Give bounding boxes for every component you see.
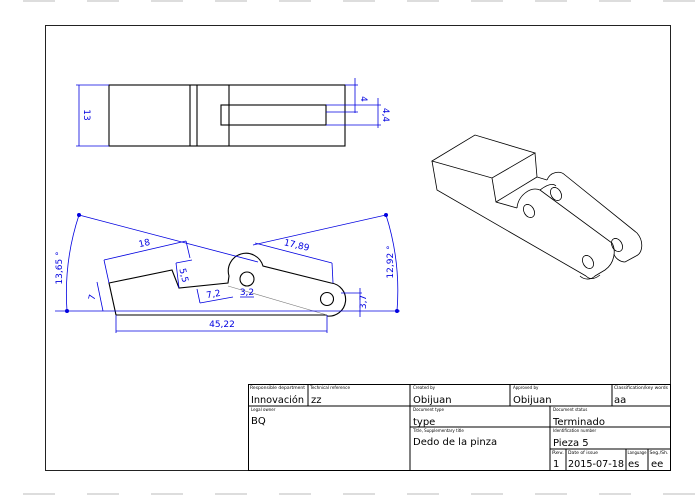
label-revision: Rev. bbox=[552, 450, 564, 455]
dim-slot-offset: 4 bbox=[358, 96, 368, 102]
isometric-view bbox=[431, 134, 643, 280]
dim-hole: 3,2 bbox=[240, 288, 254, 298]
dim-angle-right: 12,92 ° bbox=[386, 245, 396, 278]
value-legal-owner: BQ bbox=[251, 416, 266, 427]
label-document-type: Document type bbox=[413, 407, 444, 412]
value-created-by: Obijuan bbox=[413, 395, 452, 406]
value-approved-by: Obijuan bbox=[513, 395, 552, 406]
label-document-status: Document status bbox=[553, 407, 587, 412]
label-title: Title, Supplementary title bbox=[412, 428, 464, 433]
label-sheet: Seg./Sh. bbox=[650, 450, 669, 455]
label-approved-by: Approved by bbox=[513, 385, 539, 390]
dim-width: 13 bbox=[81, 109, 91, 120]
title-block: Responsible department Innovación Techni… bbox=[248, 384, 671, 471]
dim-upper-left: 18 bbox=[138, 238, 152, 250]
value-technical-reference: zz bbox=[311, 395, 322, 406]
dim-right-end: 3,7 bbox=[359, 295, 369, 309]
dim-slot-width: 4,4 bbox=[380, 108, 390, 123]
top-view: 13 4 4,4 bbox=[76, 78, 390, 147]
label-date-of-issue: Date of issue bbox=[568, 450, 599, 455]
label-responsible-department: Responsible department bbox=[250, 385, 305, 390]
value-identification-number: Pieza 5 bbox=[553, 438, 589, 449]
value-revision: 1 bbox=[553, 459, 559, 470]
value-document-type: type bbox=[413, 417, 435, 428]
dim-left-edge: 7 bbox=[88, 294, 99, 302]
dim-notch: 5,5 bbox=[176, 267, 189, 283]
label-classification: Classification/key words bbox=[614, 385, 668, 390]
value-date-of-issue: 2015-07-18 bbox=[568, 459, 624, 470]
value-classification: aa bbox=[614, 395, 626, 406]
dim-overall: 45,22 bbox=[209, 320, 235, 330]
value-language: es bbox=[628, 459, 639, 470]
value-responsible-department: Innovación bbox=[251, 394, 304, 406]
label-technical-reference: Technical reference bbox=[309, 385, 351, 390]
label-created-by: Created by bbox=[413, 385, 436, 390]
dim-step: 7,2 bbox=[206, 289, 222, 301]
value-title: Dedo de la pinza bbox=[413, 437, 497, 448]
label-identification-number: Identification number bbox=[553, 428, 596, 433]
label-legal-owner: Legal owner bbox=[251, 407, 276, 412]
label-language: Language bbox=[628, 450, 648, 455]
value-document-status: Terminado bbox=[552, 417, 605, 428]
page-margin-marks bbox=[23, 0, 695, 495]
value-sheet: ee bbox=[651, 459, 663, 470]
dim-angle-left: 13,65 ° bbox=[55, 251, 65, 284]
side-view: 13,65 ° 12,92 ° 18 17,89 5,5 7 7,2 3,2 3… bbox=[55, 213, 400, 333]
